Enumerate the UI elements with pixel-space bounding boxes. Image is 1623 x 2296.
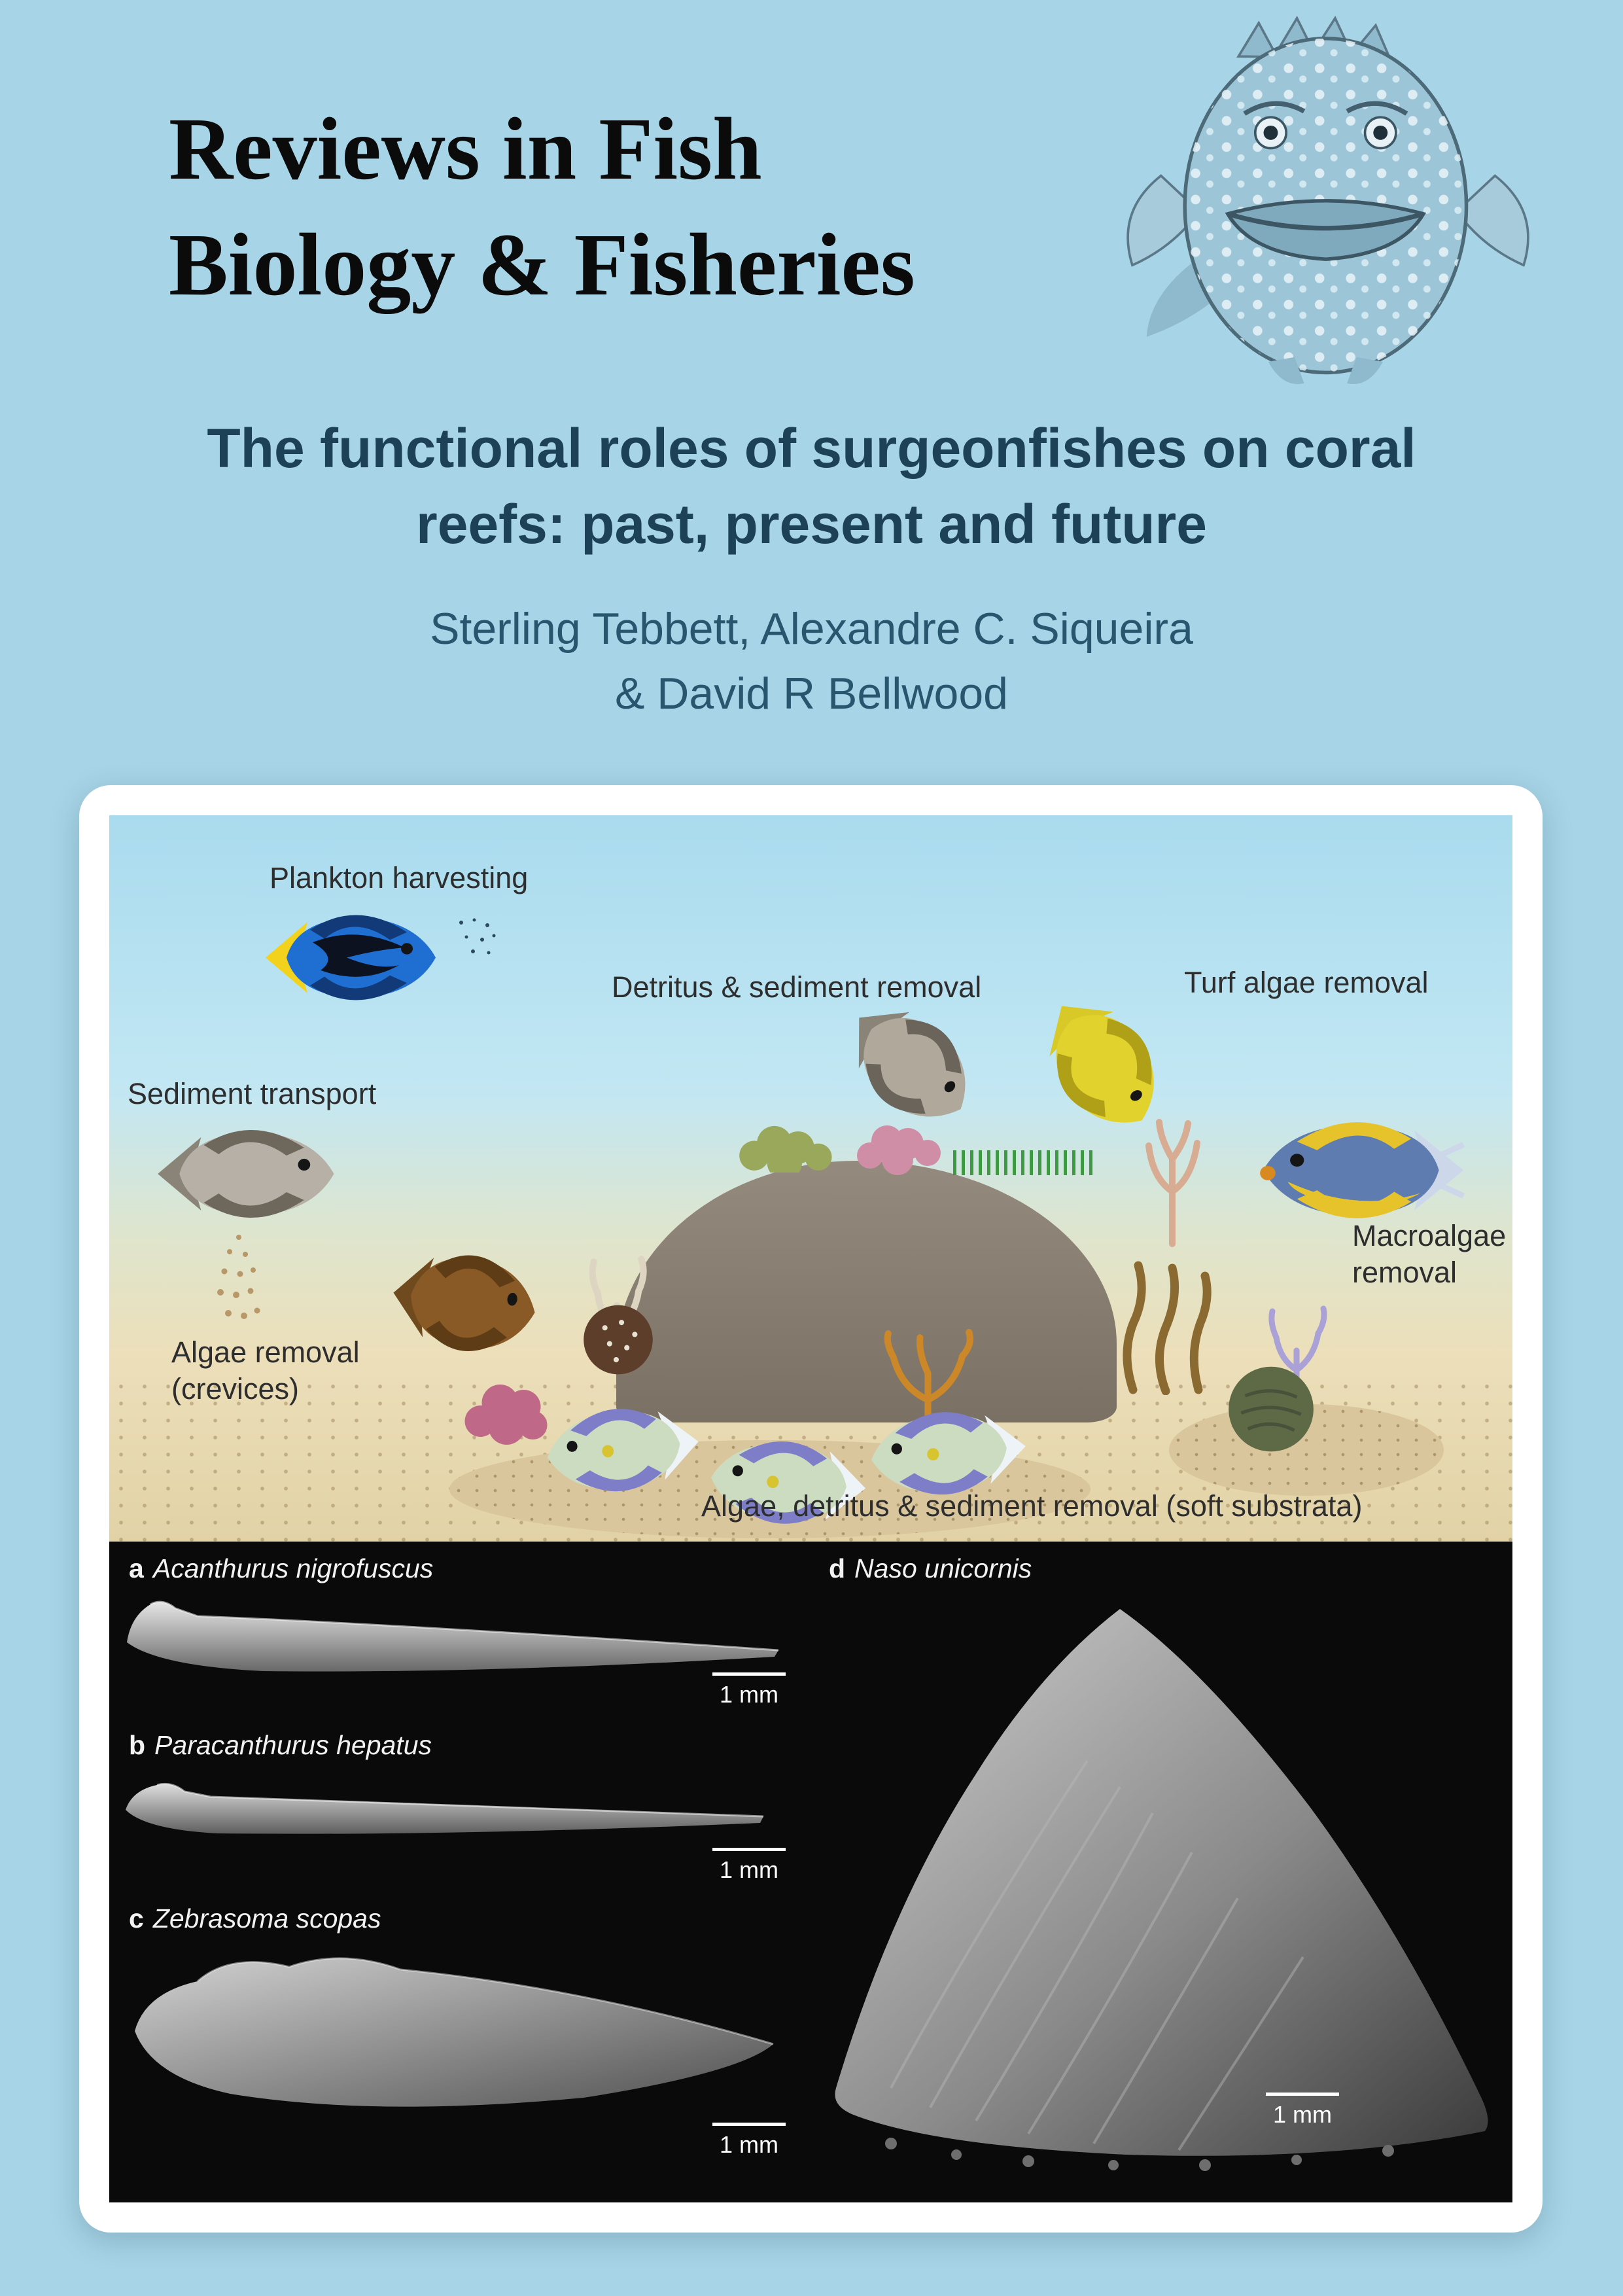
scale-bar-label: 1 mm [720, 1856, 778, 1883]
turf-algae-patch [953, 1150, 1094, 1175]
article-title-line1: The functional roles of surgeonfishes on… [207, 417, 1416, 479]
scale-bar-label: 1 mm [720, 2131, 778, 2158]
surgeonfish-yellow-turf-removal [1015, 972, 1192, 1159]
surgeonfish-blue-tang [263, 907, 446, 1008]
sem-panel-label-a: a Acanthurus nigrofuscus [129, 1553, 433, 1584]
panel-letter-d: d [829, 1553, 846, 1583]
panel-letter-c: c [129, 1903, 144, 1934]
reef-functions-figure: Plankton harvesting Detritus & sediment … [109, 815, 1512, 1542]
scale-bar-label: 1 mm [720, 1681, 778, 1708]
journal-title: Reviews in Fish Biology & Fisheries [169, 100, 915, 314]
surgeonfish-brown-crevices [383, 1235, 551, 1370]
authors-line2: & David R Bellwood [615, 668, 1008, 718]
sediment-patch [1169, 1404, 1444, 1496]
scale-bar-line [712, 1848, 786, 1851]
brain-coral [1221, 1357, 1321, 1454]
surgeonfish-pale-soft-substrata-3 [858, 1397, 1032, 1510]
sem-jaws-figure: a Acanthurus nigrofuscus 1 mm b Paracanthu… [109, 1542, 1512, 2202]
authors: Sterling Tebbett, Alexandre C. Siqueira … [60, 597, 1564, 726]
coral-olive-lumpy [737, 1108, 839, 1180]
scale-bar-a: 1 mm [712, 1672, 786, 1708]
grouper-fish-icon [1126, 16, 1529, 384]
label-turf-algae-removal: Turf algae removal [1184, 966, 1429, 999]
plankton-specks [455, 915, 500, 961]
sediment-stream [207, 1231, 270, 1329]
grouper-fish-illustration [1125, 3, 1531, 396]
surgeonfish-pale-soft-substrata-2 [698, 1428, 871, 1537]
coral-tan-branching [1126, 1106, 1218, 1247]
label-sediment-transport: Sediment transport [128, 1077, 377, 1110]
surgeonfish-gray-sediment-transport [155, 1122, 345, 1226]
scale-bar-b: 1 mm [712, 1848, 786, 1884]
coral-pink-lumpy-2 [461, 1365, 551, 1447]
label-detritus-sediment-removal: Detritus & sediment removal [612, 970, 982, 1004]
scale-bar-label: 1 mm [1273, 2101, 1332, 2128]
scale-bar-line [1266, 2093, 1339, 2096]
panel-species-d: Naso unicornis [854, 1553, 1032, 1583]
sem-panel-label-d: d Naso unicornis [829, 1553, 1032, 1584]
sem-jaw-image-b [119, 1759, 773, 1870]
panel-letter-b: b [129, 1730, 146, 1760]
sem-jaw-image-c [126, 1933, 793, 2129]
scale-bar-line [712, 1672, 786, 1676]
panel-species-b: Paracanthurus hepatus [154, 1730, 432, 1760]
label-plankton-harvesting: Plankton harvesting [270, 861, 529, 894]
panel-species-a: Acanthurus nigrofuscus [152, 1553, 434, 1583]
label-soft-substrata: Algae, detritus & sediment removal (soft… [701, 1489, 1363, 1523]
scale-bar-d: 1 mm [1266, 2093, 1339, 2128]
surgeonfish-pale-soft-substrata-1 [533, 1392, 706, 1507]
article-title-line2: reefs: past, present and future [416, 493, 1207, 555]
surgeonfish-detritus-removal [822, 976, 1003, 1155]
authors-line1: Sterling Tebbett, Alexandre C. Siqueira [430, 604, 1193, 654]
coral-ball-spotted [575, 1299, 661, 1377]
panel-letter-a: a [129, 1553, 144, 1583]
sem-panel-label-b: b Paracanthurus hepatus [129, 1730, 432, 1761]
figure-card: Plankton harvesting Detritus & sediment … [79, 785, 1543, 2233]
sem-jaw-image-a [119, 1582, 786, 1700]
article-title: The functional roles of surgeonfishes on… [60, 411, 1564, 563]
unicornfish-naso-macroalgae [1251, 1113, 1467, 1227]
coral-pink-lumpy [854, 1110, 947, 1175]
scale-bar-line [712, 2123, 786, 2126]
sem-panel-label-c: c Zebrasoma scopas [129, 1903, 381, 1934]
sem-jaw-image-d [812, 1591, 1506, 2186]
macroalgae-brown-blades [1107, 1252, 1221, 1396]
scale-bar-c: 1 mm [712, 2123, 786, 2159]
panel-species-c: Zebrasoma scopas [152, 1903, 381, 1934]
label-algae-removal-crevices: Algae removal (crevices) [171, 1335, 360, 1406]
label-macroalgae-removal: Macroalgae removal [1352, 1219, 1507, 1290]
